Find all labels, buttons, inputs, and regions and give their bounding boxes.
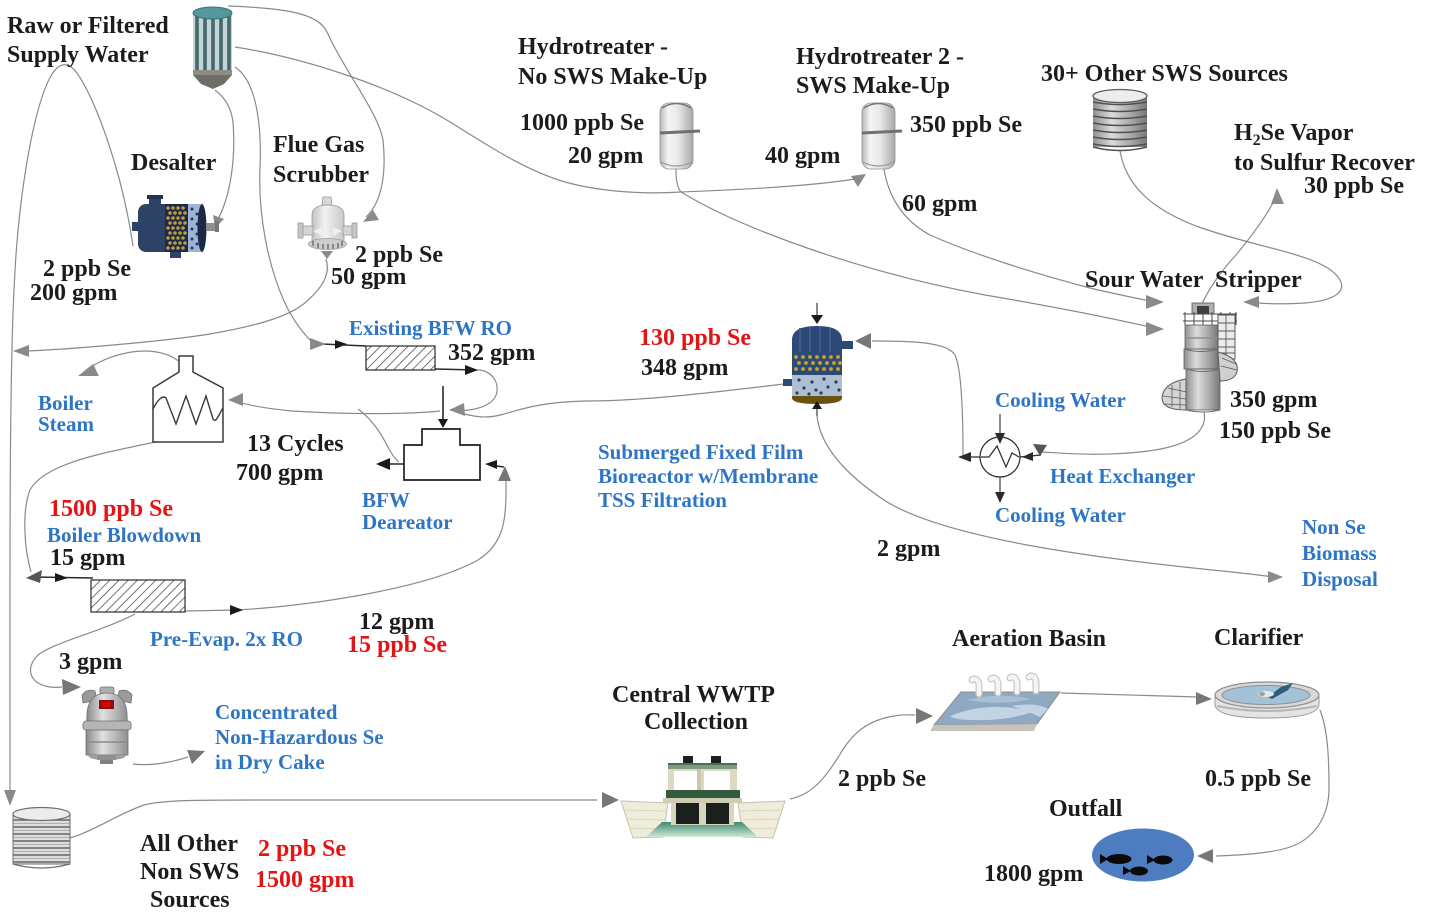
svg-text:15 ppb Se: 15 ppb Se	[347, 632, 447, 658]
svg-text:350 gpm: 350 gpm	[1230, 387, 1317, 413]
svg-text:Aeration Basin: Aeration Basin	[952, 626, 1106, 652]
svg-text:Deareator: Deareator	[362, 510, 453, 534]
svg-text:2 gpm: 2 gpm	[877, 536, 940, 562]
svg-text:BFW: BFW	[362, 488, 410, 512]
svg-text:Sources: Sources	[150, 887, 230, 913]
svg-text:2 ppb Se: 2 ppb Se	[355, 242, 443, 268]
svg-text:Bioreactor w/Membrane: Bioreactor w/Membrane	[598, 464, 818, 488]
svg-text:40 gpm: 40 gpm	[765, 143, 840, 169]
svg-text:30+ Other SWS Sources: 30+ Other SWS Sources	[1041, 61, 1288, 87]
svg-text:Cooling Water: Cooling Water	[995, 503, 1126, 527]
svg-text:2 ppb Se: 2 ppb Se	[838, 766, 926, 792]
svg-text:Pre-Evap. 2x RO: Pre-Evap. 2x RO	[150, 627, 303, 651]
svg-text:All Other: All Other	[140, 831, 238, 857]
svg-text:Non SWS: Non SWS	[140, 859, 239, 885]
svg-text:Scrubber: Scrubber	[273, 162, 369, 188]
svg-text:H2Se Vapor: H2Se Vapor	[1234, 120, 1354, 149]
svg-text:200 gpm: 200 gpm	[30, 280, 117, 306]
svg-text:Existing BFW RO: Existing BFW RO	[349, 316, 512, 340]
svg-text:Outfall: Outfall	[1049, 796, 1123, 822]
svg-text:2 ppb Se: 2 ppb Se	[43, 256, 131, 282]
svg-text:Concentrated: Concentrated	[215, 700, 338, 724]
svg-text:0.5 ppb Se: 0.5 ppb Se	[1205, 766, 1311, 792]
svg-text:Clarifier: Clarifier	[1214, 625, 1304, 651]
svg-text:Raw or Filtered: Raw or Filtered	[7, 13, 169, 39]
svg-text:50 gpm: 50 gpm	[331, 264, 406, 290]
svg-text:12 gpm: 12 gpm	[359, 609, 434, 635]
svg-text:Desalter: Desalter	[131, 150, 217, 176]
svg-text:Submerged Fixed Film: Submerged Fixed Film	[598, 440, 804, 464]
svg-text:in Dry Cake: in Dry Cake	[215, 750, 325, 774]
svg-text:Boiler: Boiler	[38, 391, 93, 415]
svg-text:Non Se: Non Se	[1302, 515, 1366, 539]
svg-text:1000 ppb Se: 1000 ppb Se	[520, 110, 644, 136]
svg-text:TSS Filtration: TSS Filtration	[598, 488, 727, 512]
svg-text:350 ppb Se: 350 ppb Se	[910, 112, 1022, 138]
svg-text:Central WWTP: Central WWTP	[612, 682, 775, 708]
svg-text:Hydrotreater -: Hydrotreater -	[518, 34, 668, 60]
svg-text:Steam: Steam	[38, 412, 94, 436]
svg-text:Hydrotreater 2 -: Hydrotreater 2 -	[796, 44, 964, 70]
svg-text:Cooling Water: Cooling Water	[995, 388, 1126, 412]
svg-text:130 ppb Se: 130 ppb Se	[639, 325, 751, 351]
svg-text:60 gpm: 60 gpm	[902, 191, 977, 217]
svg-text:Biomass: Biomass	[1302, 541, 1377, 565]
svg-text:to Sulfur Recover: to Sulfur Recover	[1234, 150, 1415, 176]
svg-text:1800 gpm: 1800 gpm	[984, 861, 1083, 887]
svg-text:Non-Hazardous Se: Non-Hazardous Se	[215, 725, 384, 749]
svg-text:Heat Exchanger: Heat Exchanger	[1050, 464, 1195, 488]
svg-text:1500 ppb Se: 1500 ppb Se	[49, 496, 173, 522]
svg-text:Supply Water: Supply Water	[7, 42, 149, 68]
svg-text:1500 gpm: 1500 gpm	[255, 867, 354, 893]
svg-text:2 ppb Se: 2 ppb Se	[258, 836, 346, 862]
svg-text:15 gpm: 15 gpm	[50, 545, 125, 571]
svg-text:13 Cycles: 13 Cycles	[247, 431, 344, 457]
svg-text:20 gpm: 20 gpm	[568, 143, 643, 169]
svg-text:Collection: Collection	[644, 709, 748, 735]
svg-text:SWS Make-Up: SWS Make-Up	[796, 73, 950, 99]
svg-text:3 gpm: 3 gpm	[59, 649, 122, 675]
svg-text:No SWS Make-Up: No SWS Make-Up	[518, 64, 707, 90]
svg-text:30 ppb Se: 30 ppb Se	[1304, 173, 1404, 199]
svg-text:Disposal: Disposal	[1302, 567, 1378, 591]
svg-text:348 gpm: 348 gpm	[641, 355, 728, 381]
svg-text:352 gpm: 352 gpm	[448, 340, 535, 366]
svg-text:Boiler Blowdown: Boiler Blowdown	[47, 523, 202, 547]
svg-text:700 gpm: 700 gpm	[236, 460, 323, 486]
svg-text:Flue Gas: Flue Gas	[273, 132, 364, 158]
svg-text:Sour Water Stripper: Sour Water Stripper	[1085, 267, 1302, 293]
svg-text:150 ppb Se: 150 ppb Se	[1219, 418, 1331, 444]
